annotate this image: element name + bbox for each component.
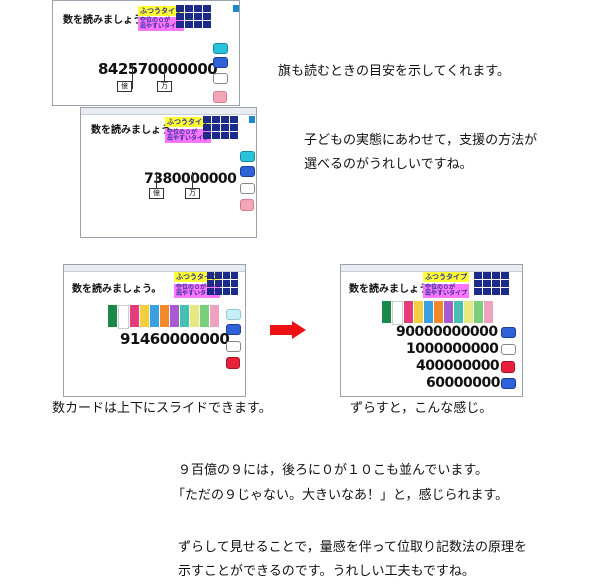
caption-shifted: ずらすと，こんな感じ。 [350, 401, 493, 416]
tool-button-3[interactable] [501, 344, 516, 355]
number-display: 7380000000 [144, 171, 237, 187]
paragraph-1-line-2: 「ただの９じゃない。大きいなあ！」と，感じられます。 [172, 488, 509, 503]
number-row-2[interactable]: 1000000000 [406, 341, 499, 357]
tool-button-3[interactable] [213, 73, 228, 84]
flag-oku: 億 [149, 188, 164, 199]
flag-man: 万 [157, 81, 172, 92]
normal-type-button[interactable]: ふつうタイプ [423, 272, 469, 282]
normal-type-button[interactable]: ふつうタイプ [138, 6, 184, 16]
place-value-strip[interactable] [382, 301, 493, 325]
easy-type-line2: 出やすいタイプ [425, 290, 468, 297]
easy-type-line2: 出やすいタイプ [176, 290, 219, 297]
number-display: 91460000000 [120, 330, 230, 348]
paragraph-2-line-1: ずらして見せることで，量感を伴って位取り記数法の原理を [178, 540, 528, 555]
tool-button-3[interactable] [240, 183, 255, 194]
pen-icon[interactable] [233, 5, 239, 12]
place-value-strip[interactable] [108, 305, 219, 329]
tool-button-1[interactable] [226, 309, 241, 320]
arrow-shaft [270, 325, 294, 335]
easy-type-line1: 空位の０が [425, 284, 456, 291]
digit-grid[interactable] [176, 5, 211, 28]
caption-support-2: 選べるのがうれしいですね。 [304, 157, 473, 172]
app-prompt: 数を読みましょう。 [63, 15, 153, 26]
flag-pole-oku [132, 63, 133, 89]
tool-button-4[interactable] [501, 378, 516, 389]
flag-pole-man [192, 172, 193, 198]
normal-type-button[interactable]: ふつうタイプ [165, 117, 211, 127]
window-titlebar [341, 265, 522, 272]
number-row-1[interactable]: 90000000000 [396, 324, 498, 340]
easy-type-button[interactable]: 空位の０が 出やすいタイプ [138, 17, 185, 31]
digit-grid[interactable] [474, 272, 509, 295]
eraser-button[interactable] [213, 91, 227, 103]
tool-button-2[interactable] [240, 166, 255, 177]
tool-button-2[interactable] [501, 327, 516, 338]
tool-button-1[interactable] [240, 151, 255, 162]
digit-grid[interactable] [207, 272, 238, 295]
arrow-right-icon [292, 321, 306, 339]
number-row-3[interactable]: 400000000 [416, 358, 500, 374]
window-titlebar [64, 265, 245, 272]
caption-flags: 旗も読むときの目安を示してくれます。 [278, 64, 510, 79]
easy-type-line1: 空位の０が [140, 17, 171, 24]
flag-man: 万 [185, 188, 200, 199]
caption-support-1: 子どもの実態にあわせて，支援の方法が [304, 133, 538, 148]
app-prompt: 数を読みましょう。 [91, 125, 181, 136]
paragraph-2-line-2: 示すことができるのです。うれしい工夫もですね。 [178, 564, 475, 579]
app-screenshot-1: 数を読みましょう。 ふつうタイプ 空位の０が 出やすいタイプ 842570000… [52, 0, 240, 106]
pen-icon[interactable] [249, 116, 255, 123]
caption-slide: 数カードは上下にスライドできます。 [52, 401, 272, 416]
number-row-4[interactable]: 60000000 [426, 375, 500, 391]
flag-pole-oku [156, 172, 157, 198]
easy-type-button[interactable]: 空位の０が 出やすいタイプ [165, 129, 212, 143]
easy-type-line1: 空位の０が [176, 284, 207, 291]
eraser-button[interactable] [240, 199, 254, 211]
window-titlebar [81, 108, 256, 115]
tool-button-2[interactable] [226, 324, 241, 335]
easy-type-button[interactable]: 空位の０が 出やすいタイプ [423, 284, 470, 298]
app-screenshot-4: 数を読みましょう。 ふつうタイプ 空位の０が 出やすいタイプ 900000000… [340, 264, 523, 397]
eraser-button[interactable] [501, 361, 515, 373]
app-screenshot-2: 数を読みましょう。 ふつうタイプ 空位の０が 出やすいタイプ 738000000… [80, 107, 257, 238]
easy-type-line2: 出やすいタイプ [167, 135, 210, 142]
number-display: 842570000000 [98, 60, 218, 78]
tool-button-3[interactable] [226, 341, 241, 352]
normal-type-button[interactable]: ふつうタイプ [174, 272, 220, 282]
easy-type-line2: 出やすいタイプ [140, 23, 183, 30]
flag-pole-man [164, 63, 165, 89]
digit-grid[interactable] [203, 116, 238, 139]
app-screenshot-3: 数を読みましょう。 ふつうタイプ 空位の０が 出やすいタイプ 914600000… [63, 264, 246, 397]
paragraph-1-line-1: ９百億の９には，後ろに０が１０こも並んでいます。 [178, 463, 489, 478]
flag-oku: 億 [117, 81, 132, 92]
app-prompt: 数を読みましょう。 [349, 284, 439, 295]
eraser-button[interactable] [226, 357, 240, 369]
app-prompt: 数を読みましょう。 [72, 284, 162, 295]
tool-button-1[interactable] [213, 43, 228, 54]
easy-type-line1: 空位の０が [167, 129, 198, 136]
tool-button-2[interactable] [213, 57, 228, 68]
